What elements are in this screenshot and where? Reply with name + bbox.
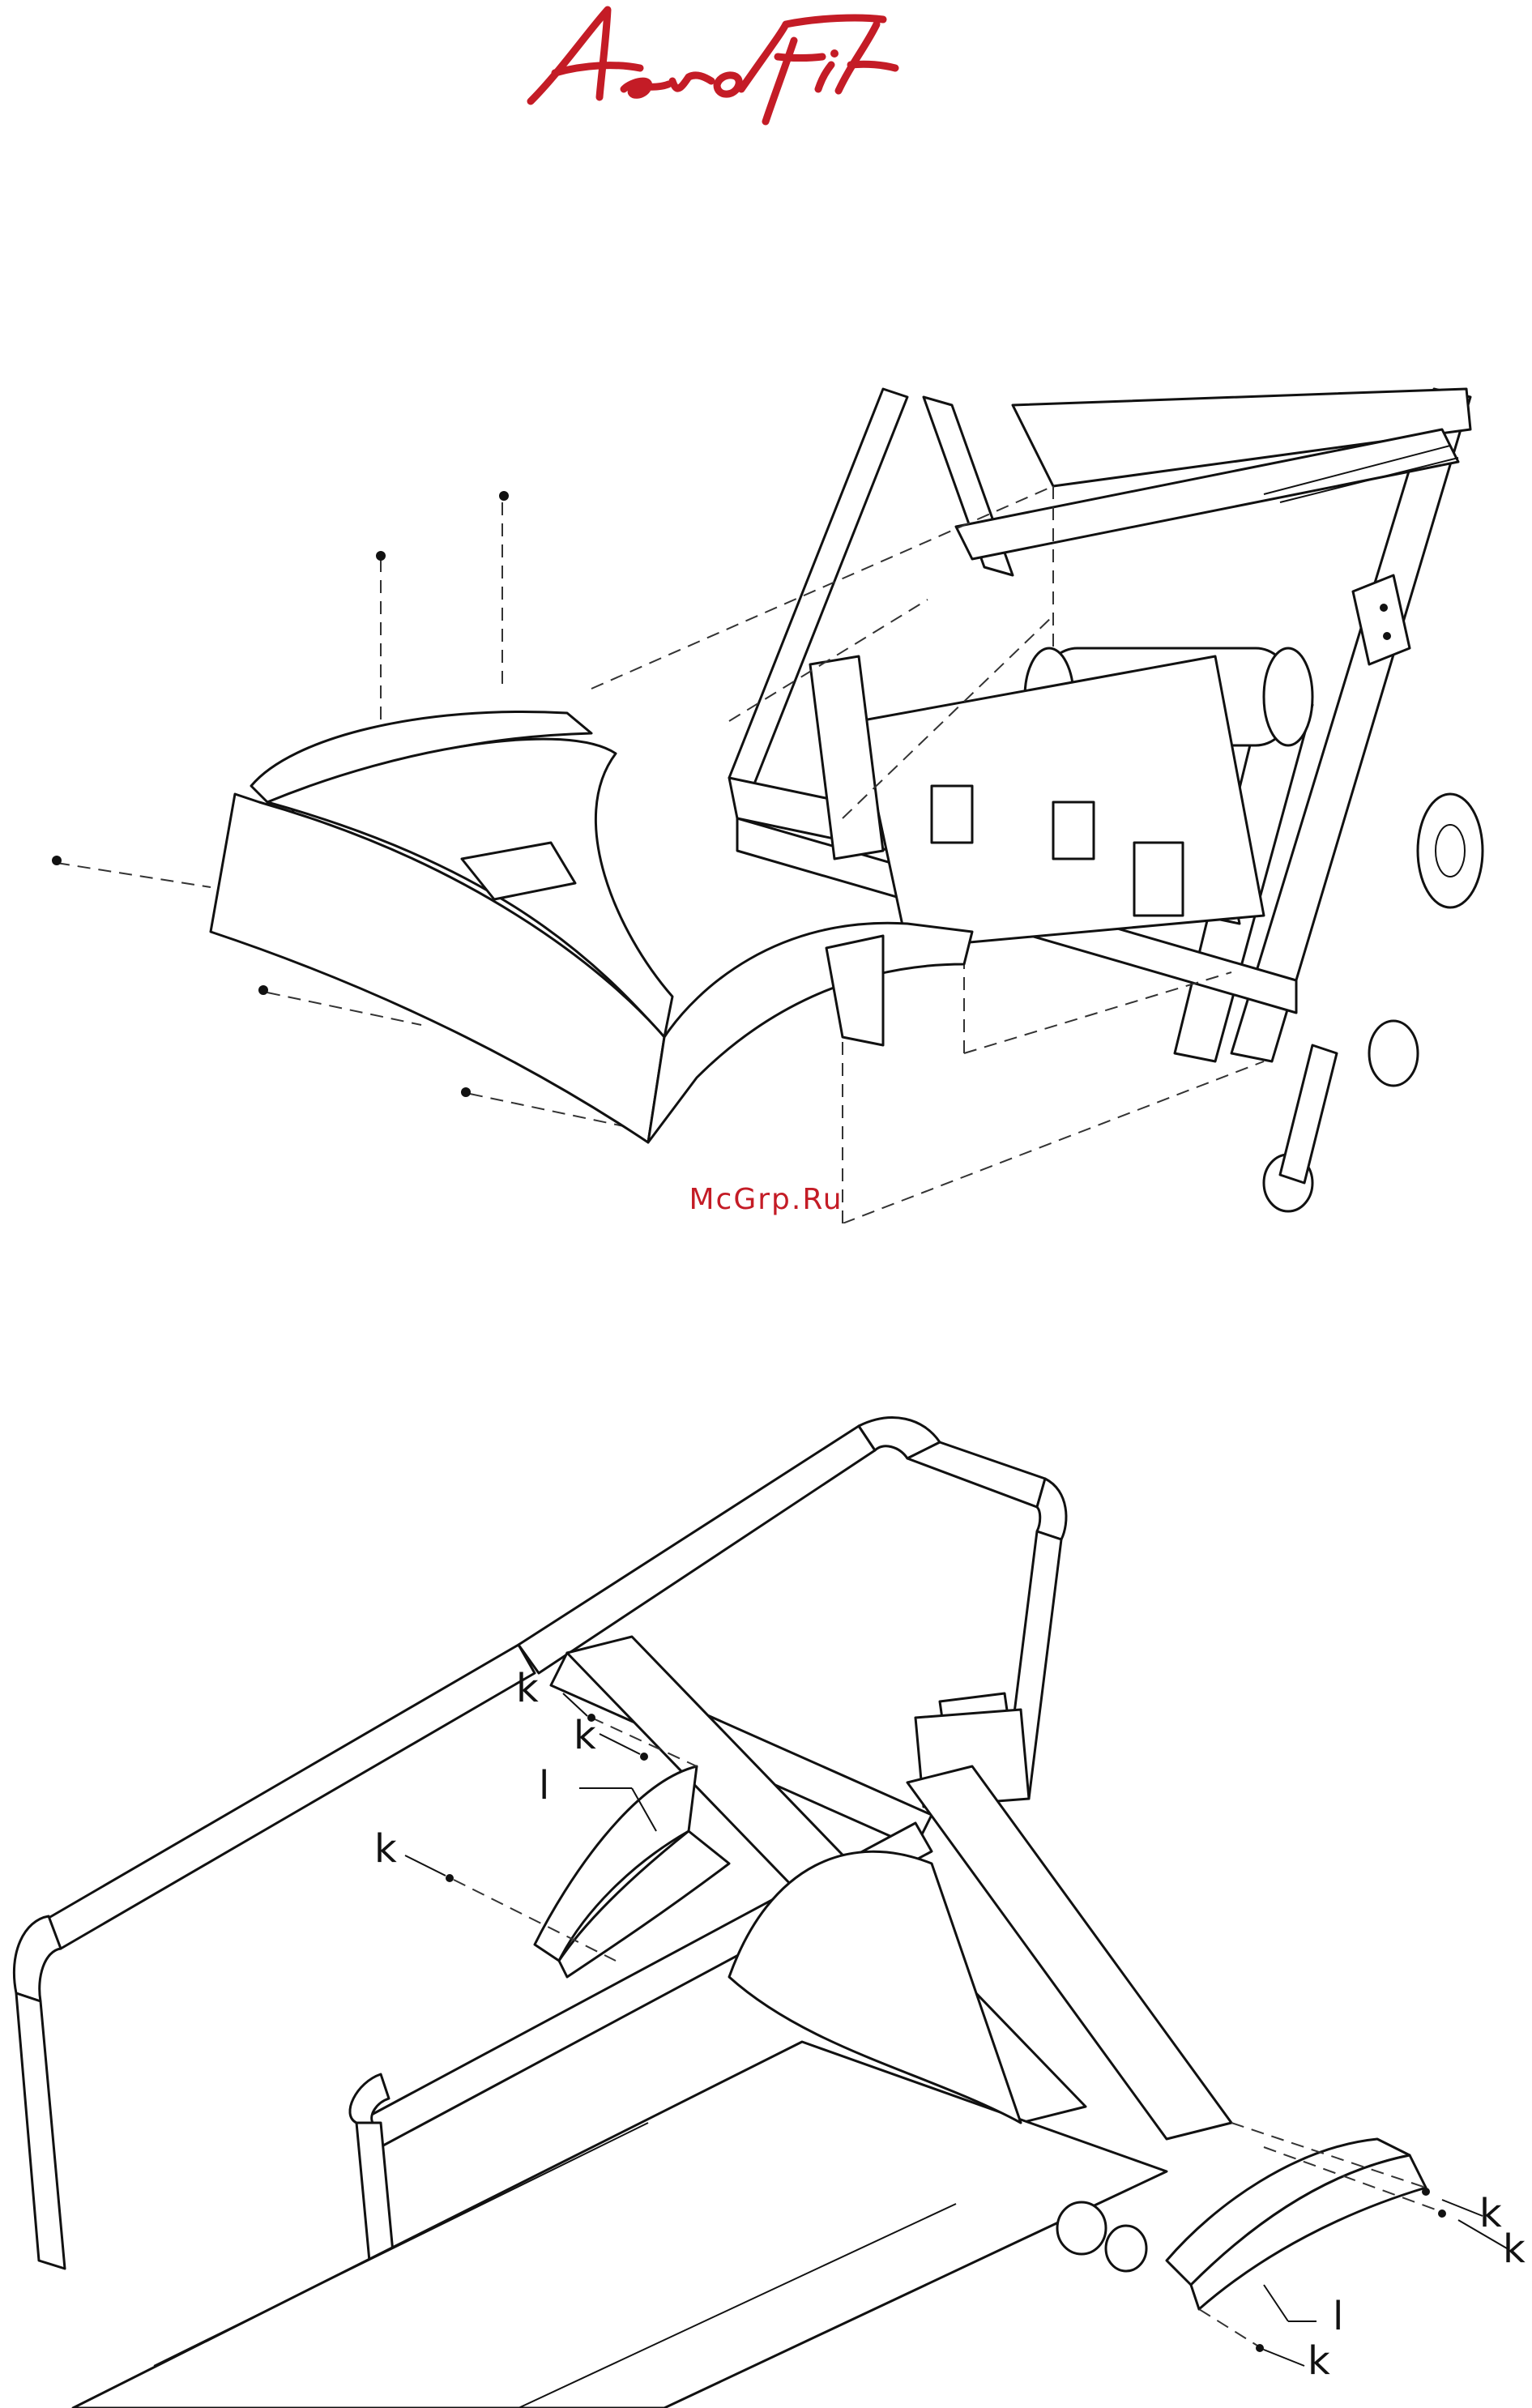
watermark-text: McGrp.Ru (0, 1183, 1532, 1216)
callout-k: k (374, 1829, 397, 1868)
aerofit-logo (510, 0, 932, 130)
end-cap-right (1167, 2139, 1426, 2309)
callout-k: k (1308, 2342, 1330, 2380)
callout-l: l (1333, 2297, 1343, 2336)
callout-l: l (539, 1766, 549, 1805)
callout-k: k (574, 1716, 596, 1755)
hood-cover-exploded-diagram (0, 365, 1532, 1223)
callout-k: k (1503, 2230, 1526, 2269)
handrail-endcap-exploded-diagram (0, 1410, 1532, 2408)
callout-k: k (516, 1669, 539, 1708)
callout-k: k (1479, 2194, 1502, 2233)
